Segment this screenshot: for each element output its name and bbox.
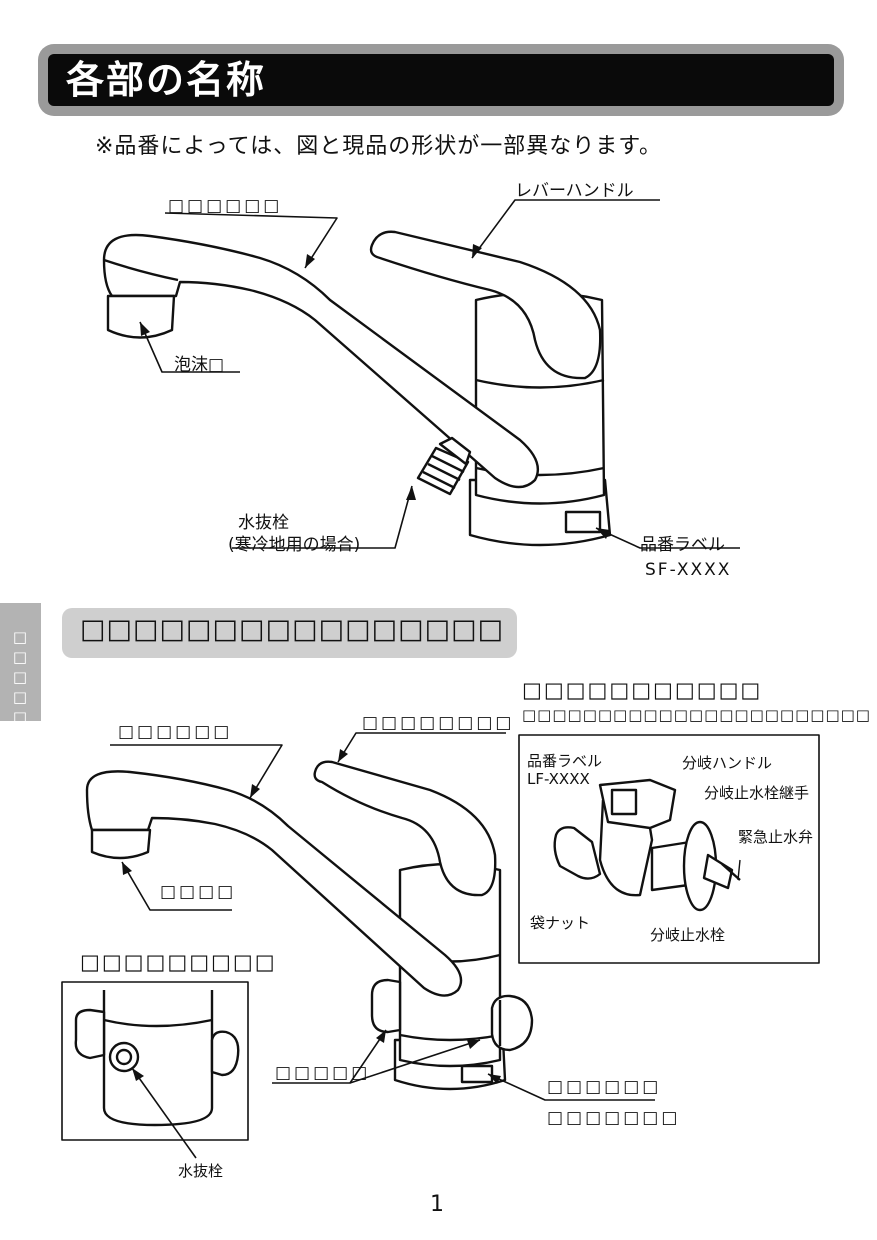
side-tab — [0, 603, 41, 721]
stop-valve-label: 分岐止水栓 — [650, 926, 726, 944]
drain-detail-heading: □□□□□□□□□ — [80, 950, 277, 974]
lever-handle-label-2: □□□□□□□□ — [362, 713, 515, 733]
product-label-label-2: □□□□□□ — [547, 1077, 662, 1097]
drain-detail-frame — [61, 981, 249, 1141]
lever-handle-label: レバーハンドル — [515, 181, 634, 201]
shape-note: ※品番によっては、図と現品の形状が一部異なります。 — [95, 134, 663, 159]
side-tab-label: □□□□□ — [11, 628, 29, 728]
section-heading: □□□□□□□□□□□□□□□□ — [80, 614, 505, 645]
nut-label: 袋ナット — [530, 914, 591, 932]
branch-valve-frame — [518, 734, 820, 964]
inset-subheading: □□□□□□□□□□□□□□□□□□□□□□□ — [522, 706, 871, 724]
inset-heading: □□□□□□□□□□□ — [522, 678, 763, 702]
faucet-figure-1 — [102, 230, 612, 547]
branch-valve-figure — [553, 778, 741, 912]
branch-joint-label: 分岐止水栓継手 — [704, 784, 810, 802]
inset-product-label: 品番ラベル — [527, 752, 603, 770]
product-code-2: □□□□□□□ — [547, 1108, 681, 1128]
branch-handle-label: 分岐ハンドル — [682, 754, 773, 772]
emergency-valve-label: 緊急止水弁 — [738, 828, 814, 846]
spout-label: □□□□□□ — [168, 196, 283, 216]
page-number: 1 — [430, 1192, 444, 1217]
drain-detail-figure — [74, 990, 240, 1127]
product-label-label: 品番ラベル — [640, 535, 725, 555]
spout-label-2: □□□□□□ — [118, 722, 233, 742]
drain-valve-label-2: 水抜栓 — [178, 1162, 224, 1180]
inset-product-code: LF-XXXX — [527, 770, 590, 788]
drain-valve-label: 水抜栓 — [238, 513, 289, 533]
cold-region-note: (寒冷地用の場合) — [228, 535, 361, 555]
connection-label: □□□□□ — [275, 1063, 371, 1083]
faucet-figure-2 — [85, 760, 534, 1091]
aerator-label-2: □□□□ — [160, 882, 237, 902]
product-code: SF-XXXX — [645, 560, 732, 580]
section-heading-bar — [62, 608, 517, 658]
page-title: 各部の名称 — [48, 54, 834, 106]
aerator-label: 泡沫□ — [174, 355, 225, 375]
